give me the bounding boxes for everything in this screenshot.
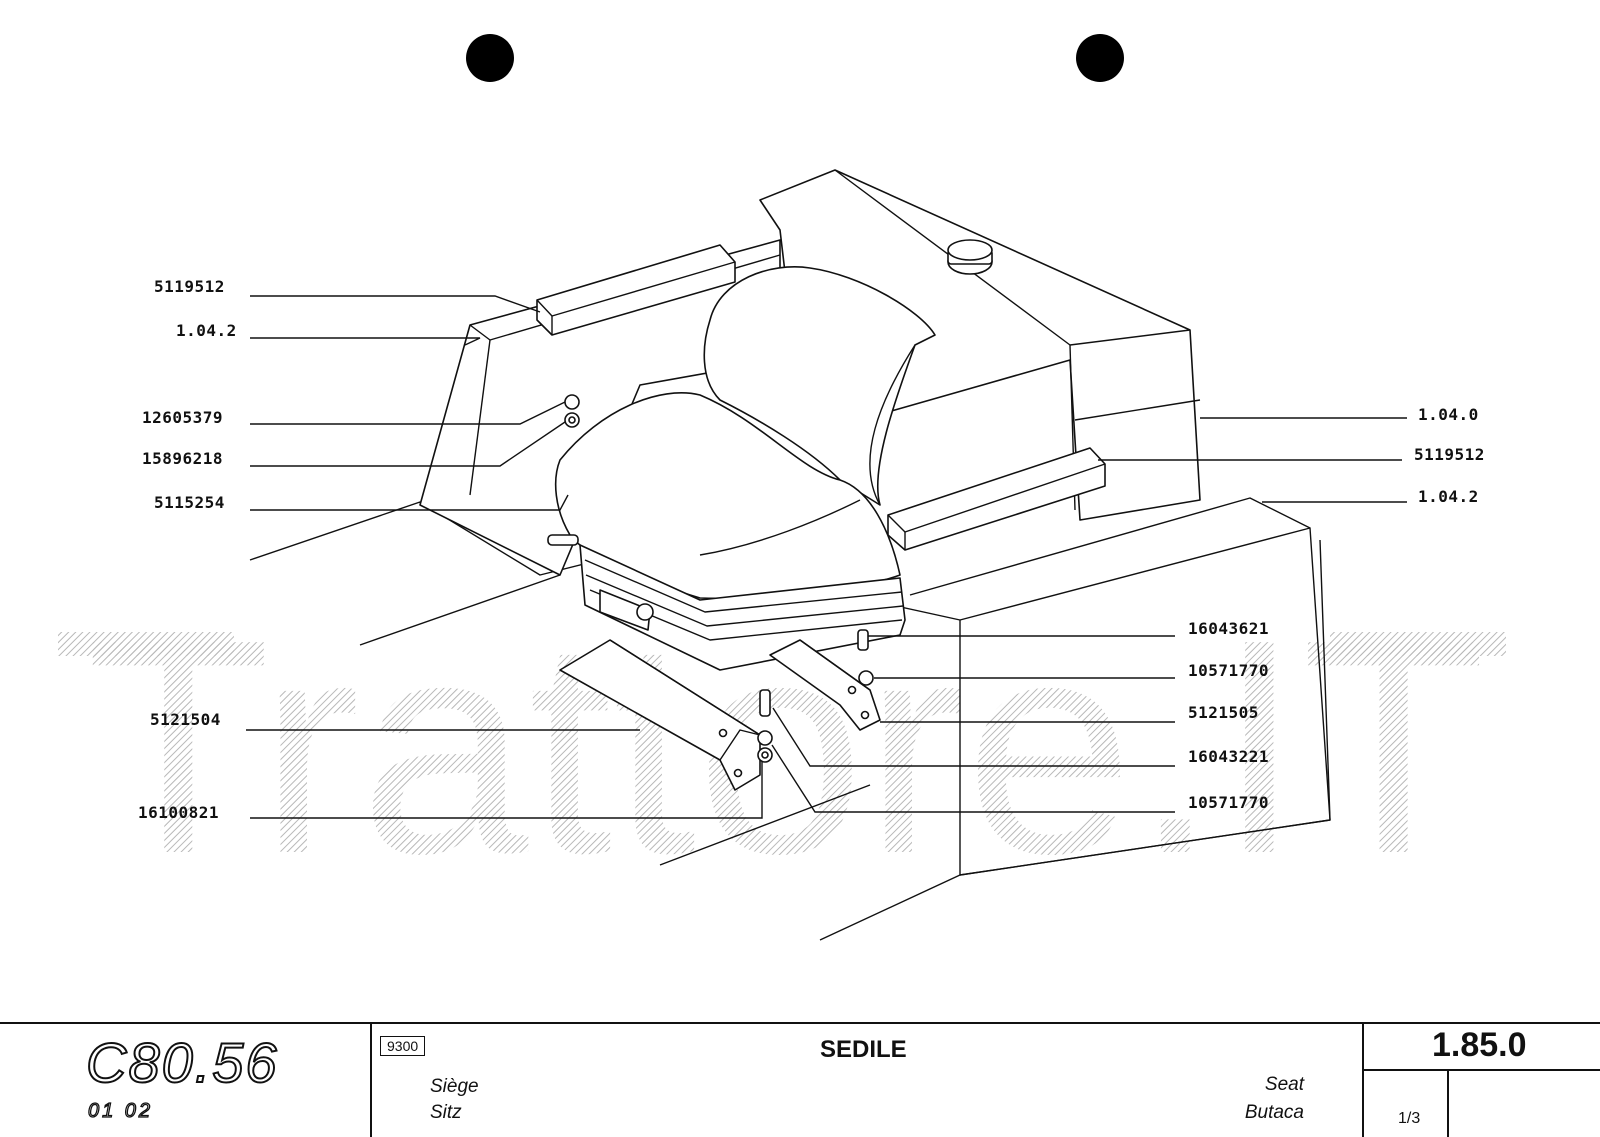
label-5121505: 5121505 [1188,703,1259,722]
label-15896218: 15896218 [142,449,223,468]
armrest-right [887,447,1106,551]
model-variant: 01 02 [87,1099,154,1122]
bolt-16043221 [759,689,771,717]
title-english: Seat [1264,1074,1304,1095]
bracket-right [769,639,881,731]
label-5119512-right: 5119512 [1414,445,1485,464]
footer-divider-3 [1362,1069,1600,1071]
label-1042-left: 1.04.2 [176,321,237,340]
label-16043221: 16043221 [1188,747,1269,766]
label-5121504: 5121504 [150,710,221,729]
punch-hole-left [466,34,514,82]
footer-divider-1 [370,1022,372,1137]
part-labels: 5119512 1.04.2 12605379 15896218 5115254… [138,277,1485,822]
page-fraction: 1/3 [1398,1110,1421,1127]
seat-backrest [703,266,936,506]
washer-10571770-top [858,670,874,686]
label-10571770-top: 10571770 [1188,661,1269,680]
seat-assembly [547,266,936,671]
label-12605379: 12605379 [142,408,223,427]
title-italian: SEDILE [820,1036,907,1063]
page-number: 1.85.0 [1432,1026,1527,1064]
cab-platform [249,497,1331,941]
rear-tank [759,169,1201,521]
model-logo: C80.56 [85,1030,279,1095]
label-10571770-bottom: 10571770 [1188,793,1269,812]
exploded-parts-diagram: Trattore.IT [58,34,1506,941]
title-spanish: Butaca [1244,1102,1304,1123]
washer-10571770-bottom [757,730,773,746]
label-5119512-left: 5119512 [154,277,225,296]
footer-divider-2 [1362,1022,1364,1137]
washer-12605379 [564,394,580,410]
bolt-16043621 [857,629,869,651]
title-french: Siège [430,1076,479,1097]
title-block: C80.56 01 02 9300 SEDILE Siège Sitz Seat… [0,1022,1600,1137]
label-16100821: 16100821 [138,803,219,822]
leader-lines [246,295,1407,819]
footer-divider-4 [1447,1069,1449,1137]
label-1040-right: 1.04.0 [1418,405,1479,424]
footer-top-rule [0,1022,1600,1024]
bracket-left [559,639,761,791]
hardware [564,394,874,763]
watermark-bar-left [58,632,234,656]
label-5115254: 5115254 [154,493,225,512]
label-16043621: 16043621 [1188,619,1269,638]
watermark-bar-right [1330,632,1506,656]
title-german: Sitz [430,1102,462,1123]
label-1042-right: 1.04.2 [1418,487,1479,506]
section-code: 9300 [380,1036,426,1056]
punch-hole-right [1076,34,1124,82]
armrest-left [536,244,736,336]
